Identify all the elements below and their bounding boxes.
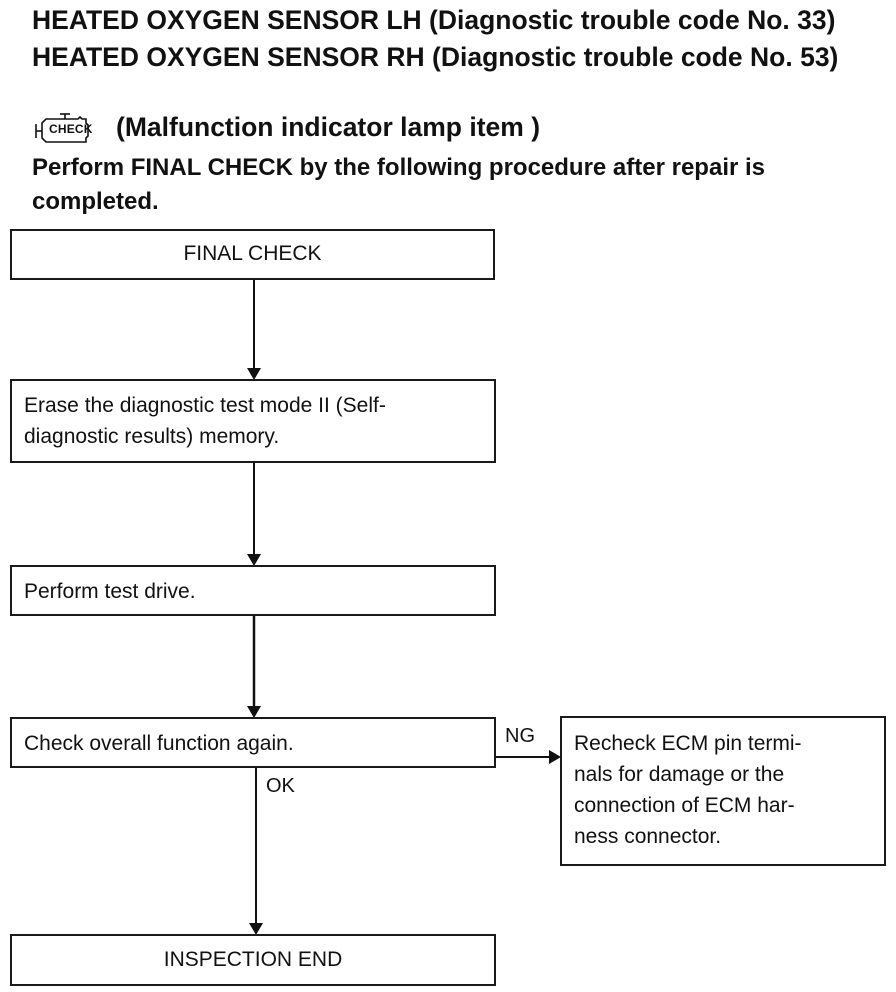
test-drive-box: Perform test drive. <box>10 565 496 616</box>
instruction-text: Perform FINAL CHECK by the following pro… <box>32 154 766 215</box>
check-icon-label: CHECK <box>49 122 93 136</box>
final-check-label: FINAL CHECK <box>183 242 322 265</box>
check-engine-icon: CHECK <box>32 112 96 146</box>
lamp-note: (Malfunction indicator lamp item ) <box>116 112 541 142</box>
inspection-end-label: INSPECTION END <box>163 948 343 971</box>
recheck-ecm-box: Recheck ECM pin termi- nals for damage o… <box>560 716 886 866</box>
ng-label: NG <box>505 725 535 747</box>
ok-label: OK <box>266 775 295 797</box>
check-overall-label: Check overall function again. <box>24 732 294 755</box>
recheck-line-4: ness connector. <box>574 825 722 848</box>
final-check-box: FINAL CHECK <box>10 229 495 280</box>
recheck-line-3: connection of ECM har- <box>574 794 795 817</box>
test-drive-label: Perform test drive. <box>24 580 196 603</box>
erase-line-1: Erase the diagnostic test mode II (Self- <box>24 394 386 417</box>
recheck-line-1: Recheck ECM pin termi- <box>574 732 802 755</box>
erase-line-2: diagnostic results) memory. <box>24 425 280 448</box>
check-overall-box: Check overall function again. <box>10 717 496 768</box>
recheck-line-2: nals for damage or the <box>574 763 785 786</box>
page-title: HEATED OXYGEN SENSOR LH (Diagnostic trou… <box>32 5 839 72</box>
erase-memory-box: Erase the diagnostic test mode II (Self-… <box>10 379 496 463</box>
lamp-note-line: CHECK (Malfunction indicator lamp item ) <box>32 109 540 146</box>
inspection-end-box: INSPECTION END <box>10 934 496 986</box>
